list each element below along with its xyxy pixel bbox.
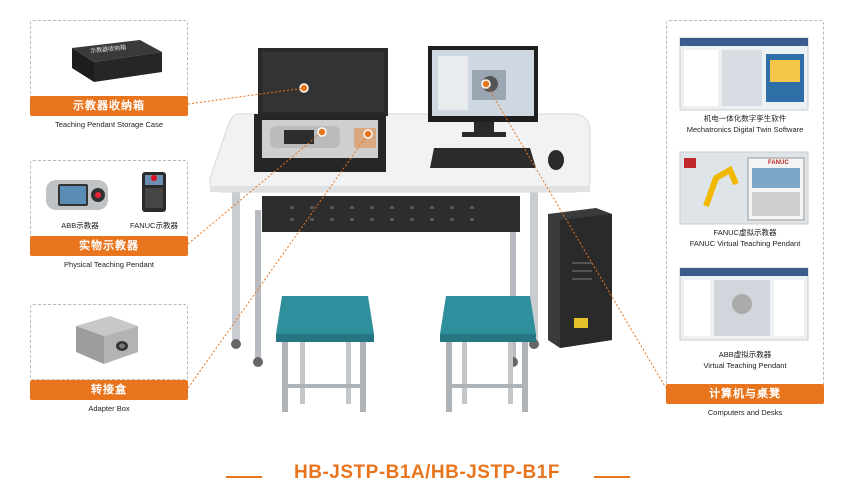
panel-computers (666, 20, 824, 388)
panel-adapter-box (30, 304, 188, 380)
abb-pendant-label: ABB示教器 (61, 221, 99, 230)
shot2-caption-en: FANUC Virtual Teaching Pendant (689, 239, 801, 248)
shot1-caption-en: Mechatronics Digital Twin Software (686, 125, 804, 134)
footer-model-title: HB-JSTP-B1A/HB-JSTP-B1F (294, 462, 560, 483)
shot2-caption-cn: FANUC虚拟示教器 (713, 228, 777, 237)
fanuc-pendant-label: FANUC示教器 (130, 221, 178, 230)
caption-adapter-box: Adapter Box (88, 404, 130, 413)
caption-storage-case: Teaching Pendant Storage Case (55, 120, 163, 129)
stool-left (276, 296, 374, 412)
tag-physical-pendant: 实物示教器 (30, 236, 188, 256)
shot3-caption-en: Virtual Teaching Pendant (703, 361, 787, 370)
shot3-caption-cn: ABB虚拟示教器 (718, 350, 772, 359)
footer-line-left (226, 476, 262, 478)
fanuc-brand-label: FANUC (768, 160, 789, 166)
footer-line-right (594, 476, 630, 478)
tag-computers: 计算机与桌凳 (666, 384, 824, 404)
stool-right (440, 296, 536, 412)
caption-computers: Computers and Desks (707, 408, 783, 417)
caption-physical-pendant: Physical Teaching Pendant (64, 260, 154, 269)
tag-storage-case: 示教器收纳箱 (30, 96, 188, 116)
tag-adapter-box: 转接盒 (30, 380, 188, 400)
shot1-caption-cn: 机电一体化数字孪生软件 (703, 114, 787, 123)
